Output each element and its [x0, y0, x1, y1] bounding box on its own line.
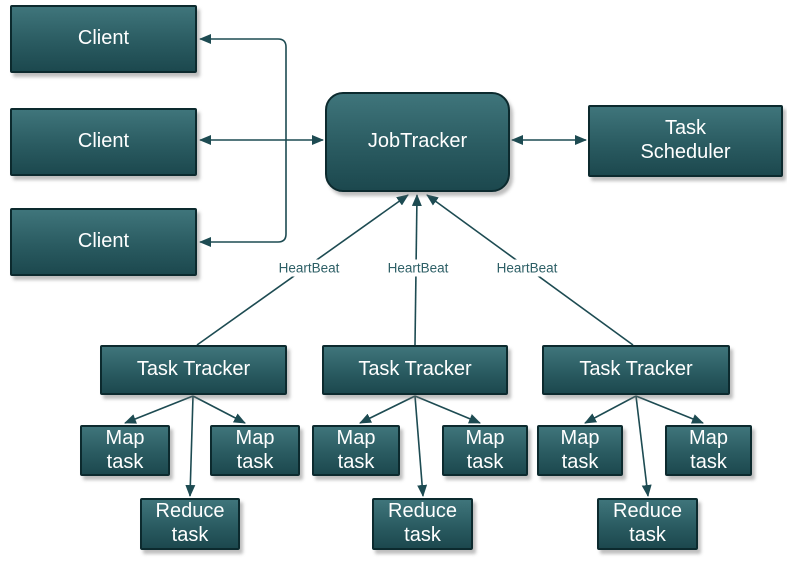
edge-tt3-map6	[635, 395, 704, 424]
node-map-task-2: Map task	[210, 425, 300, 476]
node-map-task-2-label: Map task	[235, 426, 275, 473]
node-task-tracker-1-label: Task Tracker	[136, 358, 251, 381]
node-job-tracker: JobTracker	[325, 92, 510, 192]
heartbeat-label-3: HeartBeat	[493, 259, 561, 277]
node-map-task-1: Map task	[80, 425, 170, 476]
node-map-task-4: Map task	[442, 425, 528, 476]
edge-tt3-map5	[584, 395, 637, 424]
node-task-tracker-1: Task Tracker	[100, 345, 287, 395]
node-client-3-label: Client	[77, 230, 130, 253]
edge-tt1-reduce1	[185, 395, 196, 497]
node-reduce-task-3-label: Reduce task	[613, 500, 682, 546]
node-map-task-3: Map task	[312, 425, 400, 476]
edge-tt2-map3	[359, 395, 416, 424]
node-task-scheduler: Task Scheduler	[588, 105, 783, 177]
node-client-1-label: Client	[77, 27, 130, 50]
node-task-tracker-3: Task Tracker	[542, 345, 730, 395]
node-reduce-task-1-label: Reduce task	[155, 500, 225, 546]
edge-tt2-reduce2	[414, 395, 428, 497]
node-client-1: Client	[10, 5, 197, 73]
node-reduce-task-3: Reduce task	[597, 498, 698, 550]
edge-tt1-map1	[124, 395, 194, 424]
edge-tt2-map4	[414, 395, 481, 424]
node-task-tracker-2-label: Task Tracker	[358, 358, 472, 381]
node-map-task-4-label: Map task	[465, 426, 505, 473]
node-reduce-task-2: Reduce task	[372, 498, 473, 550]
node-map-task-3-label: Map task	[336, 426, 376, 473]
node-task-tracker-2: Task Tracker	[322, 345, 508, 395]
node-map-task-1-label: Map task	[105, 426, 145, 473]
node-task-tracker-3-label: Task Tracker	[579, 358, 693, 381]
node-reduce-task-1: Reduce task	[140, 498, 240, 550]
node-client-2-label: Client	[77, 130, 130, 153]
node-map-task-5-label: Map task	[560, 426, 600, 473]
node-client-2: Client	[10, 108, 197, 176]
node-reduce-task-2-label: Reduce task	[388, 500, 457, 546]
node-task-scheduler-label: Task Scheduler	[640, 117, 731, 163]
edge-tt1-map2	[192, 395, 246, 424]
edge-tt3-reduce3	[635, 395, 652, 497]
heartbeat-label-1: HeartBeat	[275, 259, 343, 277]
node-map-task-6-label: Map task	[689, 426, 728, 473]
node-job-tracker-label: JobTracker	[367, 130, 468, 153]
node-map-task-5: Map task	[537, 425, 623, 476]
node-map-task-6: Map task	[665, 425, 752, 476]
heartbeat-label-2: HeartBeat	[384, 259, 452, 277]
node-client-3: Client	[10, 208, 197, 276]
